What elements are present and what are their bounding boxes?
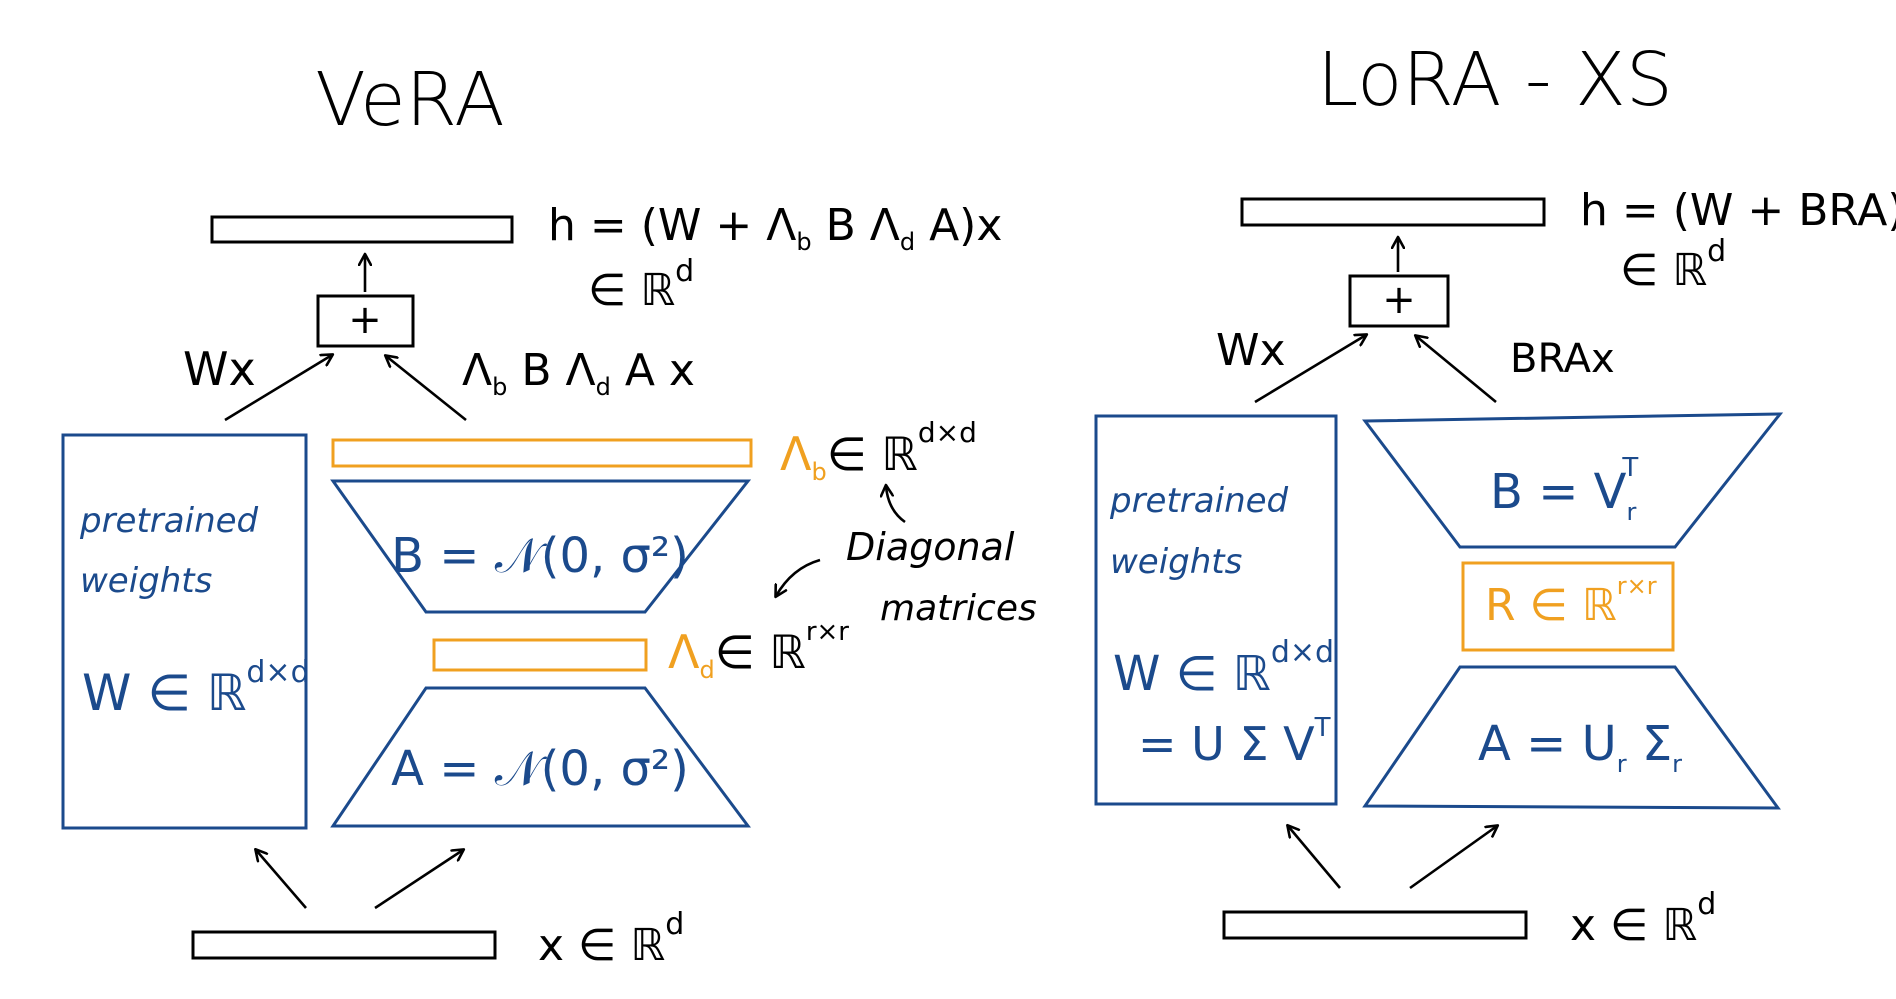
loraxs-b-trapezoid <box>1362 412 1784 549</box>
vera-adapter-label: Λb B Λd A x <box>462 345 695 401</box>
vera-output-space: ∈ ℝd <box>588 254 694 316</box>
vera-lambda-d-label: Λd∈ ℝr×r <box>668 617 849 684</box>
loraxs-title: LoRA - XS <box>1317 37 1673 123</box>
loraxs-svd: = U Σ VT <box>1138 713 1331 771</box>
vera-diagonal-label: Diagonal <box>846 525 1015 569</box>
vera-lambda-b-label: Λb∈ ℝd×d <box>780 416 977 486</box>
loraxs-input-bar <box>1222 910 1528 940</box>
loraxs-pretrained-label: pretrained <box>1109 481 1289 521</box>
loraxs-adapter-label: BRAx <box>1510 336 1615 382</box>
vera-pretrained-label: pretrained <box>79 501 259 541</box>
loraxs-arrow-input-left <box>1288 826 1341 889</box>
loraxs-a-matrix: A = Ur Σr <box>1478 716 1682 778</box>
vera-annotation-arrow-up <box>886 486 906 524</box>
loraxs-wx-label: Wx <box>1216 325 1286 376</box>
vera-wx-label: Wx <box>183 342 256 396</box>
vera-annotation-arrow-down <box>776 558 821 596</box>
loraxs-output-bar <box>1240 197 1546 227</box>
vera-b-matrix: B = 𝒩(0, σ²) <box>391 528 689 584</box>
vera-title: VeRA <box>315 57 504 143</box>
vera-arrow-wx <box>224 355 332 422</box>
vera-a-matrix: A = 𝒩(0, σ²) <box>391 741 689 797</box>
vera-matrices-label: matrices <box>880 588 1037 629</box>
vera-arrow-input-left <box>256 850 307 909</box>
loraxs-r-matrix: R ∈ ℝr×r <box>1485 572 1657 631</box>
vera-arrow-adapter <box>386 356 467 422</box>
loraxs-weights-label: weights <box>1110 542 1242 582</box>
vera-input-label: x ∈ ℝd <box>538 907 684 971</box>
vera-panel: VeRA h = (W + Λb B Λd A)x ∈ ℝd + Wx Λb B… <box>61 57 1037 971</box>
vera-arrow-input-right <box>374 850 463 910</box>
loraxs-pretrained-box <box>1094 414 1338 806</box>
vera-input-bar <box>191 930 497 960</box>
vera-pretrained-box <box>61 433 308 830</box>
vera-w-space: W ∈ ℝd×d <box>82 655 310 722</box>
vera-lambda-b-bar <box>331 438 753 468</box>
loraxs-arrow-wx <box>1254 335 1366 404</box>
loraxs-output-equation: h = (W + BRA)x <box>1580 185 1896 236</box>
vera-b-trapezoid <box>330 479 752 614</box>
loraxs-b-matrix: B = VrT <box>1490 453 1638 526</box>
vera-plus-sign: + <box>348 297 382 343</box>
vera-lambda-d-bar <box>432 638 648 672</box>
vera-weights-label: weights <box>80 561 212 601</box>
vera-output-bar <box>210 215 514 244</box>
loraxs-plus-box <box>1348 274 1450 328</box>
vera-a-trapezoid <box>330 686 751 828</box>
loraxs-r-box <box>1461 561 1675 652</box>
loraxs-a-trapezoid <box>1362 665 1781 810</box>
vera-plus-box <box>316 294 415 348</box>
loraxs-input-label: x ∈ ℝd <box>1570 887 1716 951</box>
loraxs-plus-sign: + <box>1382 277 1416 323</box>
loraxs-output-space: ∈ ℝd <box>1620 234 1726 296</box>
loraxs-w-space: W ∈ ℝd×d <box>1113 635 1334 702</box>
loraxs-arrow-input-right <box>1409 826 1497 890</box>
vera-output-equation: h = (W + Λb B Λd A)x <box>548 200 1002 256</box>
loraxs-arrow-adapter <box>1416 336 1497 404</box>
loraxs-panel: LoRA - XS h = (W + BRA)x ∈ ℝd + Wx BRAx … <box>1094 37 1896 951</box>
